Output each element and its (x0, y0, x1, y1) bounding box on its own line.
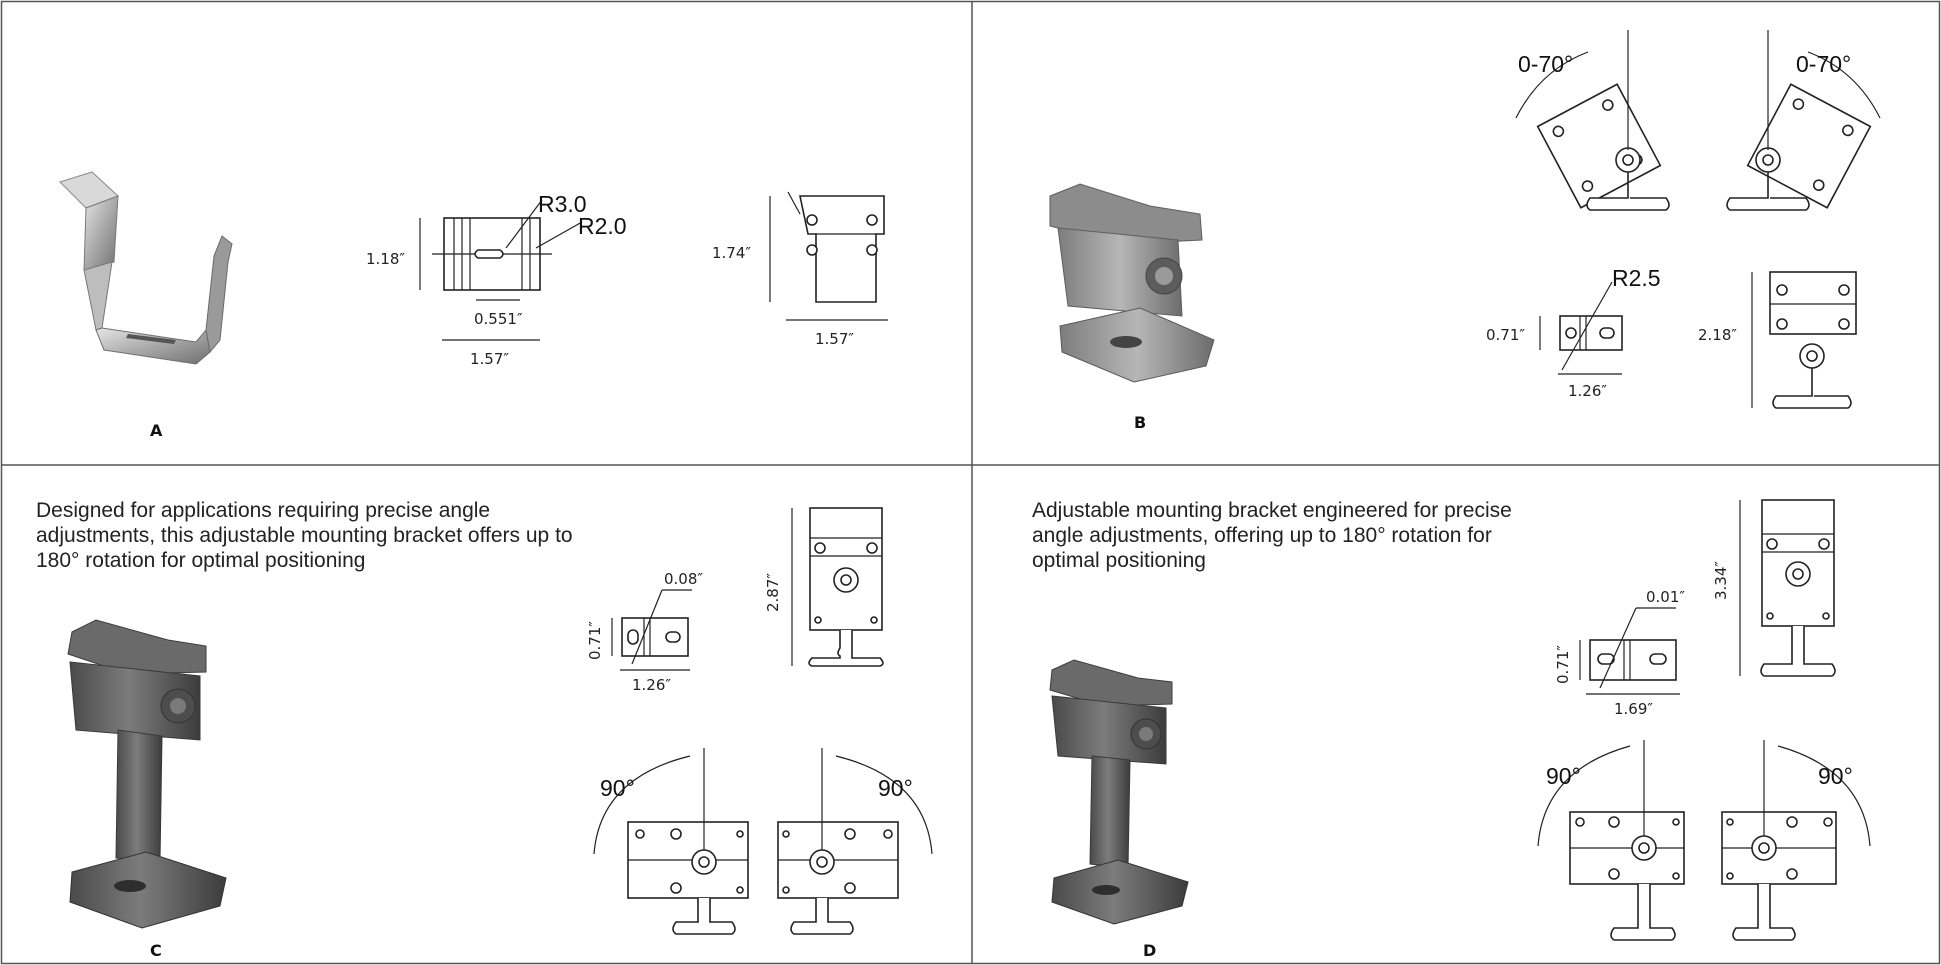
panel-c: 0.08″ 0.71″ 1.26″ 2.87″ (67, 507, 933, 960)
angle-right-d: 90° (1818, 763, 1853, 789)
panel-b-label: B (1134, 413, 1146, 432)
base-plate-d: 0.01″ 0.71″ 1.69″ (1554, 588, 1685, 718)
base-radius-b: R2.5 (1612, 265, 1661, 291)
side-view-b: 2.18″ (1698, 271, 1857, 409)
clip-height-dim: 1.18″ (366, 250, 405, 268)
clip-slot-dim: 0.551″ (474, 310, 523, 328)
side-height-c: 2.87″ (764, 573, 782, 612)
panel-d: 0.01″ 0.71″ 1.69″ 3.34″ (1049, 499, 1871, 960)
rotated-view-right: 0-70° (1726, 30, 1881, 211)
base-height-b: 0.71″ (1486, 326, 1525, 344)
base-gap-d: 0.01″ (1646, 588, 1685, 606)
panel-d-description: Adjustable mounting bracket engineered f… (1032, 499, 1512, 572)
clip-side-width-dim: 1.57″ (815, 330, 854, 348)
rotation-view-left-d: 90° (1537, 740, 1685, 941)
side-view-d: 3.34″ (1712, 499, 1836, 677)
angle-left-d: 90° (1546, 763, 1581, 789)
rotation-view-left-c: 90° (593, 748, 749, 935)
panel-c-label: C (150, 941, 162, 960)
base-plate-c: 0.08″ 0.71″ 1.26″ (586, 570, 703, 694)
base-height-c: 0.71″ (586, 621, 604, 660)
angle-right-b: 0-70° (1796, 51, 1851, 77)
clip-width-dim: 1.57″ (470, 350, 509, 368)
panel-b: 0-70° 0-70° R2.5 (1049, 30, 1881, 432)
panel-d-label: D (1143, 941, 1156, 960)
base-plate-b: R2.5 0.71″ 1.26″ (1486, 265, 1661, 400)
side-view-c: 2.87″ (764, 507, 884, 667)
side-height-b: 2.18″ (1698, 326, 1737, 344)
angle-left-c: 90° (600, 775, 635, 801)
radius-r2-label: R2.0 (578, 213, 627, 239)
base-width-c: 1.26″ (632, 676, 671, 694)
clip-side-height-dim: 1.74″ (712, 244, 751, 262)
tall-bracket-render (67, 619, 227, 929)
tall-bracket-render-d (1049, 659, 1189, 925)
base-width-b: 1.26″ (1568, 382, 1607, 400)
base-gap-c: 0.08″ (664, 570, 703, 588)
angle-right-c: 90° (878, 775, 913, 801)
panel-a: R3.0 R2.0 1.18″ 0.551″ 1.57″ 1.74″ 1.57″… (59, 171, 888, 440)
panel-c-description: Designed for applications requiring prec… (36, 499, 573, 572)
rotated-view-left: 0-70° (1515, 30, 1670, 211)
base-height-d: 0.71″ (1554, 645, 1572, 684)
short-bracket-render (1049, 183, 1215, 383)
clip-side-view: 1.74″ 1.57″ (712, 191, 888, 348)
panel-a-label: A (150, 421, 163, 440)
u-clip-render (59, 171, 233, 365)
clip-front-view: R3.0 R2.0 1.18″ 0.551″ 1.57″ (366, 191, 627, 368)
rotation-view-right-c: 90° (777, 748, 933, 935)
side-height-d: 3.34″ (1712, 561, 1730, 600)
angle-left-b: 0-70° (1518, 51, 1573, 77)
base-width-d: 1.69″ (1614, 700, 1653, 718)
radius-r3-label: R3.0 (538, 191, 587, 217)
rotation-view-right-d: 90° (1721, 740, 1871, 941)
